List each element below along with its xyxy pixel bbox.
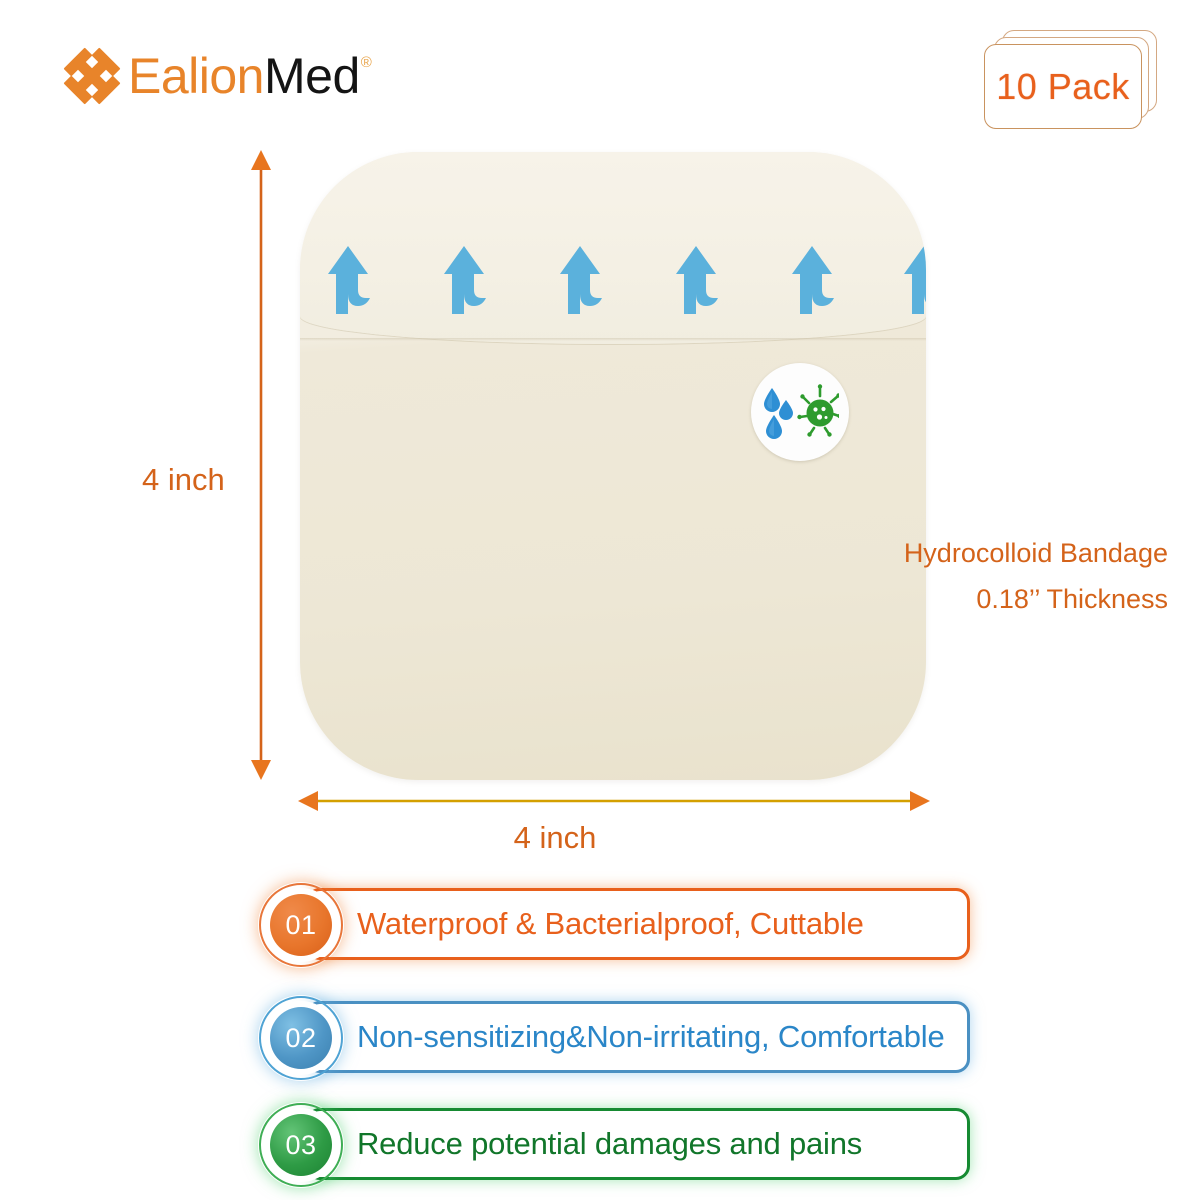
peel-arrow-icon: [328, 246, 370, 314]
feature-number-02: 02: [285, 1022, 317, 1053]
feature-pill-01: Waterproof & Bacterialproof, Cuttable: [306, 888, 970, 960]
peel-arrow-icon: [904, 246, 926, 314]
brand-name-secondary: Med: [264, 48, 360, 104]
feature-number-badge-02: 02: [258, 995, 344, 1081]
registered-trademark-icon: ®: [360, 53, 372, 71]
virus-icon: [797, 384, 839, 437]
feature-number-01: 01: [285, 909, 317, 940]
peel-arrow-icon: [444, 246, 486, 314]
peel-arrow-icon: [792, 246, 834, 314]
feature-item-03: Reduce potential damages and pains 03: [258, 1102, 970, 1188]
bandage-release-liner: [300, 152, 926, 344]
product-caption-line-2: 0.18’’ Thickness: [976, 584, 1168, 614]
peel-arrow-icon: [560, 246, 602, 314]
width-dimension-arrow: [298, 791, 930, 811]
peel-arrow-icon: [676, 246, 718, 314]
brand-name-primary: Ealion: [128, 48, 265, 104]
pack-count-label: 10 Pack: [996, 65, 1130, 107]
protection-badge: [751, 363, 849, 461]
peel-arrow-row: [300, 244, 926, 324]
feature-number-badge-03: 03: [258, 1102, 344, 1188]
product-caption-line-1: Hydrocolloid Bandage: [903, 538, 1168, 568]
feature-item-02: Non-sensitizing&Non-irritating, Comforta…: [258, 995, 970, 1081]
virus-body: [806, 399, 834, 427]
height-dimension-arrow: [251, 150, 271, 780]
brand-logo: EalionMed®: [62, 42, 382, 110]
feature-number-03: 03: [285, 1129, 317, 1160]
feature-pill-02: Non-sensitizing&Non-irritating, Comforta…: [306, 1001, 970, 1073]
feature-item-01: Waterproof & Bacterialproof, Cuttable 01: [258, 882, 970, 968]
hydrocolloid-bandage-product: [300, 152, 926, 780]
badge-card-front: 10 Pack: [984, 44, 1142, 129]
feature-label-03: Reduce potential damages and pains: [357, 1126, 863, 1161]
pack-count-badge: 10 Pack: [982, 30, 1162, 135]
x-burst-icon: [62, 46, 122, 106]
feature-pill-03: Reduce potential damages and pains: [306, 1108, 970, 1180]
product-caption: Hydrocolloid Bandage 0.18’’ Thickness: [868, 530, 1168, 622]
height-dimension-label: 4 inch: [142, 462, 225, 497]
protection-badge-icons: [764, 384, 839, 439]
feature-number-badge-01: 01: [258, 882, 344, 968]
feature-label-01: Waterproof & Bacterialproof, Cuttable: [357, 906, 864, 941]
width-dimension-label: 4 inch: [513, 820, 597, 855]
feature-label-02: Non-sensitizing&Non-irritating, Comforta…: [357, 1019, 945, 1054]
water-droplet-icon: [764, 388, 793, 439]
brand-wordmark: EalionMed®: [128, 48, 372, 104]
bandage-liner-edge: [300, 338, 926, 341]
